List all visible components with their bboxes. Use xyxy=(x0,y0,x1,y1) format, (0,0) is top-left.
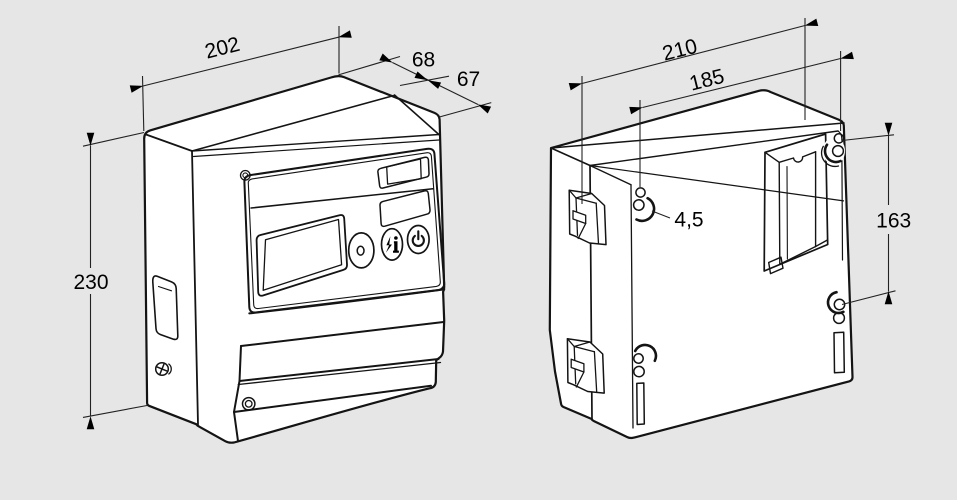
svg-text:4,5: 4,5 xyxy=(674,209,703,232)
svg-text:67: 67 xyxy=(457,68,480,91)
svg-text:230: 230 xyxy=(73,271,108,294)
svg-text:163: 163 xyxy=(876,210,911,233)
svg-text:68: 68 xyxy=(412,48,435,71)
